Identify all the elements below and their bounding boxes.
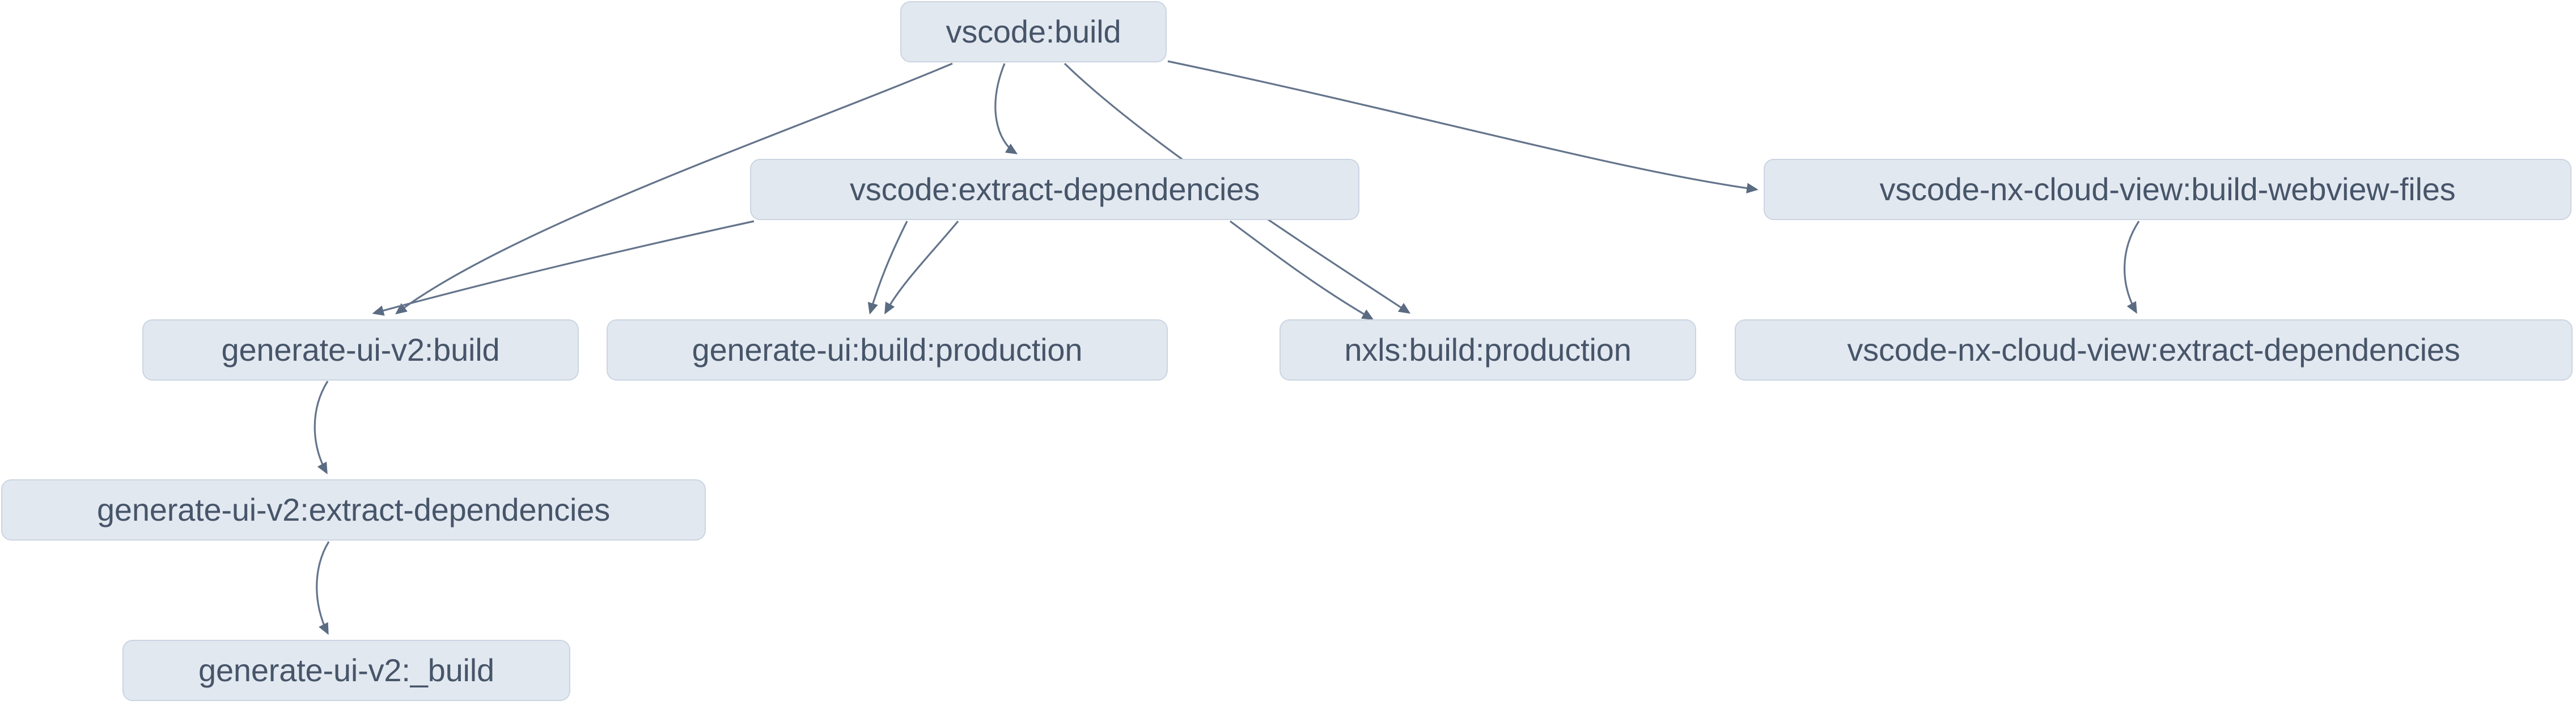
task-node-generate-ui-v2-extract-dependencies[interactable]: generate-ui-v2:extract-dependencies: [1, 479, 706, 541]
task-node-label: vscode:extract-dependencies: [849, 171, 1260, 207]
task-node-label: generate-ui-v2:_build: [198, 652, 494, 688]
task-node-vscode-nx-cloud-view-extract-dependencies[interactable]: vscode-nx-cloud-view:extract-dependencie…: [1735, 319, 2573, 381]
task-node-label: generate-ui-v2:build: [221, 332, 500, 368]
task-node-vscode-nx-cloud-view-build-webview-files[interactable]: vscode-nx-cloud-view:build-webview-files: [1764, 159, 2571, 220]
task-node-nxls-build-production[interactable]: nxls:build:production: [1279, 319, 1696, 381]
task-node-vscode-build[interactable]: vscode:build: [900, 1, 1167, 62]
task-node-generate-ui-v2-build-underscore[interactable]: generate-ui-v2:_build: [122, 640, 570, 701]
task-node-label: vscode-nx-cloud-view:build-webview-files: [1879, 171, 2456, 207]
task-node-label: generate-ui-v2:extract-dependencies: [96, 492, 611, 527]
task-node-label: nxls:build:production: [1344, 332, 1632, 368]
task-node-generate-ui-v2-build[interactable]: generate-ui-v2:build: [142, 319, 579, 381]
task-node-vscode-extract-dependencies[interactable]: vscode:extract-dependencies: [750, 159, 1359, 220]
task-node-generate-ui-build-production[interactable]: generate-ui:build:production: [607, 319, 1168, 381]
task-node-label: vscode:build: [946, 14, 1121, 49]
task-node-label: vscode-nx-cloud-view:extract-dependencie…: [1847, 332, 2460, 368]
task-node-label: generate-ui:build:production: [692, 332, 1083, 368]
